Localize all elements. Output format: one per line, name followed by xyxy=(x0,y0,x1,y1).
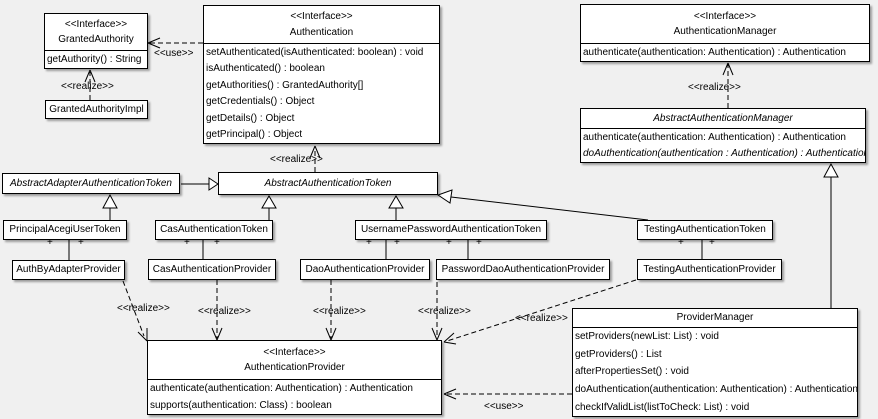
class-name: DaoAuthenticationProvider xyxy=(305,263,425,275)
class-authentication-provider: <<Interface>> AuthenticationProvider aut… xyxy=(147,340,442,415)
class-granted-authority: <<Interface>> GrantedAuthority getAuthor… xyxy=(44,13,148,69)
multiplicity-label: + xyxy=(709,237,715,248)
class-name: Authentication xyxy=(289,26,354,38)
realize-label: <<realize>> xyxy=(117,303,170,314)
class-dao-authentication-provider: DaoAuthenticationProvider xyxy=(300,259,430,280)
association-lines xyxy=(68,240,703,260)
realize-label: <<realize>> xyxy=(313,306,366,317)
class-authentication: <<Interface>> Authentication setAuthenti… xyxy=(203,5,440,144)
class-principal-acegi-user-token: PrincipalAcegiUserToken xyxy=(3,220,127,240)
multiplicity-label: + xyxy=(184,237,190,248)
class-name: AuthByAdapterProvider xyxy=(16,264,121,276)
multiplicity-label: + xyxy=(47,237,53,248)
realize-label: <<realize>> xyxy=(61,81,114,92)
stereotype-label: <<Interface>> xyxy=(290,11,353,22)
class-name: UsernamePasswordAuthenticationToken xyxy=(360,224,542,236)
method-label: getProviders() : List xyxy=(575,348,662,360)
class-name: CasAuthenticationToken xyxy=(160,224,268,236)
edge-realize-passworddaoprovider xyxy=(431,282,443,341)
generalization-principal-to-abstractadapter xyxy=(102,193,118,220)
multiplicity-label: + xyxy=(366,237,372,248)
class-name: TestingAuthenticationToken xyxy=(644,224,766,236)
use-label: <<use>> xyxy=(154,48,194,59)
edge-use-providermanager-to-authprovider xyxy=(443,388,572,400)
class-abstract-adapter-authentication-token: AbstractAdapterAuthenticationToken xyxy=(2,173,180,194)
edge-realize-authbyadapterprovider xyxy=(122,280,148,342)
multiplicity-label: + xyxy=(214,237,220,248)
edge-realize-abstractauthmanager-to-authmanager xyxy=(722,62,734,108)
method-label: authenticate(authentication: Authenticat… xyxy=(583,131,846,143)
realize-label: <<realize>> xyxy=(270,154,323,165)
class-auth-by-adapter-provider: AuthByAdapterProvider xyxy=(12,260,125,280)
realize-label: <<realize>> xyxy=(418,306,471,317)
method-label: authenticate(authentication: Authenticat… xyxy=(150,383,413,394)
class-name: AuthenticationManager xyxy=(673,26,777,37)
class-provider-manager: ProviderManager setProviders(newList: Li… xyxy=(572,308,858,417)
class-abstract-authentication-token: AbstractAuthenticationToken xyxy=(218,172,438,195)
class-granted-authority-impl: GrantedAuthorityImpl xyxy=(45,100,148,119)
realize-label: <<realize>> xyxy=(198,306,251,317)
generalization-castoken-to-abstracttoken xyxy=(261,195,277,220)
multiplicity-label: + xyxy=(446,237,452,248)
generalization-providermanager-to-abstractauthmanager xyxy=(823,162,839,308)
class-name: AuthenticationProvider xyxy=(244,362,345,373)
method-label: setAuthenticated(isAuthenticated: boolea… xyxy=(206,46,424,58)
method-label: authenticate(authentication: Authenticat… xyxy=(583,47,846,58)
stereotype-label: <<Interface>> xyxy=(693,10,757,22)
realize-label: <<realize>> xyxy=(688,82,741,93)
class-cas-authentication-token: CasAuthenticationToken xyxy=(155,220,273,240)
method-label: supports(authentication: Class) : boolea… xyxy=(150,400,332,411)
class-username-password-authentication-token: UsernamePasswordAuthenticationToken xyxy=(355,220,547,240)
generalization-usernamepasswordtoken-to-abstracttoken xyxy=(388,195,404,220)
class-name: PrincipalAcegiUserToken xyxy=(9,224,121,236)
class-name: AbstractAuthenticationManager xyxy=(653,112,793,124)
class-name: PasswordDaoAuthenticationProvider xyxy=(441,263,605,275)
class-abstract-authentication-manager: AbstractAuthenticationManager authentica… xyxy=(580,108,866,163)
class-name: GrantedAuthority xyxy=(58,34,134,45)
edge-use-authentication-to-grantedauthority xyxy=(147,37,203,49)
edge-realize-testingprovider xyxy=(443,279,637,345)
method-label: setProviders(newList: List) : void xyxy=(575,331,719,343)
edge-realize-grantedauthorityimpl xyxy=(84,69,96,100)
method-label: afterPropertiesSet() : void xyxy=(575,366,689,378)
method-label: doAuthentication(authentication : Authen… xyxy=(583,148,865,160)
class-authentication-manager: <<Interface>> AuthenticationManager auth… xyxy=(580,4,870,62)
class-cas-authentication-provider: CasAuthenticationProvider xyxy=(148,259,276,280)
multiplicity-label: + xyxy=(394,237,400,248)
class-password-dao-authentication-provider: PasswordDaoAuthenticationProvider xyxy=(436,259,610,280)
multiplicity-label: + xyxy=(678,237,684,248)
method-label: getCredentials() : Object xyxy=(206,96,315,108)
multiplicity-label: + xyxy=(476,237,482,248)
class-testing-authentication-provider: TestingAuthenticationProvider xyxy=(637,259,782,280)
method-label: doAuthentication(authentication: Authent… xyxy=(575,384,857,396)
method-label: getDetails() : Object xyxy=(206,112,295,124)
stereotype-label: <<Interface>> xyxy=(64,18,128,30)
class-testing-authentication-token: TestingAuthenticationToken xyxy=(637,220,773,240)
multiplicity-label: + xyxy=(78,237,84,248)
realize-label: <<realize>> xyxy=(515,313,568,324)
use-label: <<use>> xyxy=(484,401,524,412)
method-label: isAuthenticated() : boolean xyxy=(206,63,325,75)
generalization-abstractadapter-to-abstracttoken xyxy=(181,177,219,191)
class-name: AbstractAuthenticationToken xyxy=(264,177,392,189)
method-label: getPrincipal() : Object xyxy=(206,129,303,141)
method-label: getAuthority() : String xyxy=(47,54,142,65)
class-name: AbstractAdapterAuthenticationToken xyxy=(10,177,172,189)
edge-realize-abstracttoken-to-authentication xyxy=(309,145,321,172)
edge-realize-daoprovider xyxy=(325,280,337,341)
class-name: GrantedAuthorityImpl xyxy=(49,103,144,115)
edge-realize-casprovider xyxy=(211,280,223,341)
generalization-testingtoken-to-abstracttoken xyxy=(436,189,649,221)
class-name: CasAuthenticationProvider xyxy=(152,263,272,275)
method-label: getAuthorities() : GrantedAuthority[] xyxy=(206,79,364,91)
class-name: TestingAuthenticationProvider xyxy=(643,263,776,275)
method-label: checkIfValidList(listToCheck: List) : vo… xyxy=(575,401,750,413)
stereotype-label: <<Interface>> xyxy=(263,346,326,358)
class-name: ProviderManager xyxy=(676,312,754,324)
